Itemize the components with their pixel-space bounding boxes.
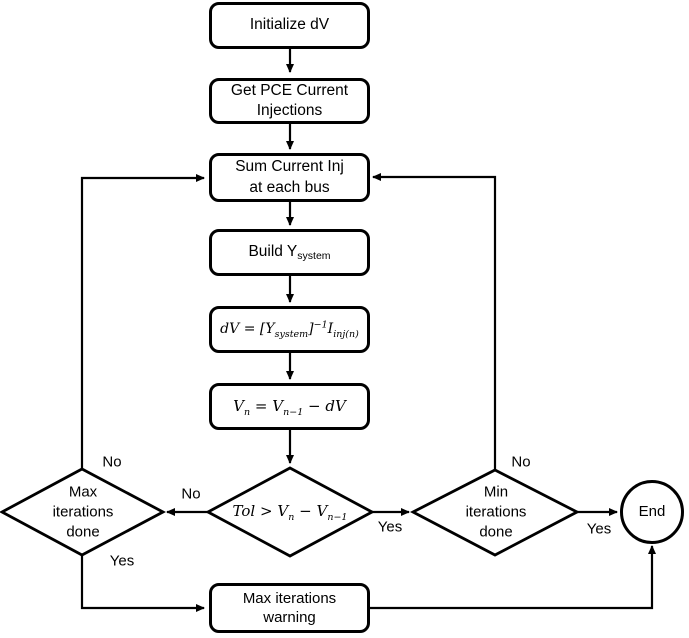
edge-label-maxiter-yes: Yes bbox=[109, 552, 135, 570]
warning-line1: Max iterations bbox=[242, 589, 337, 607]
node-dv-equation: dV = [Ysystem]−1Iinj(n) bbox=[209, 306, 370, 353]
max-iterations-label: Max iterations done bbox=[52, 483, 114, 540]
node-initialize-dv: Initialize dV bbox=[209, 2, 370, 49]
edge-label-miniter-yes: Yes bbox=[586, 520, 612, 538]
end-terminator-circle bbox=[620, 480, 684, 544]
warning-line2: warning bbox=[263, 609, 316, 626]
node-sum-current-line1: Sum Current Inj bbox=[235, 158, 344, 176]
dv-equation-formula: dV = [Ysystem]−1Iinj(n) bbox=[220, 319, 359, 341]
vn-equation-formula: Vn = Vn−1 − dV bbox=[233, 396, 346, 418]
build-y-subscript: system bbox=[297, 249, 331, 262]
edge-label-tolerance-yes: Yes bbox=[377, 518, 403, 536]
edge-warning-to-end bbox=[370, 545, 656, 610]
node-initialize-dv-label: Initialize dV bbox=[249, 16, 330, 34]
edge-maxiter-no-loop-to-sum bbox=[80, 174, 205, 469]
min-iterations-label: Min iterations done bbox=[465, 483, 527, 540]
max-iterations-decision-diamond bbox=[0, 467, 166, 557]
tolerance-check-label: Tol > Vn − Vn−1 bbox=[232, 502, 348, 524]
node-build-y-label: Build Ysystem bbox=[248, 242, 331, 262]
end-label: End bbox=[638, 503, 666, 521]
edge-label-maxiter-no: No bbox=[102, 453, 122, 471]
tolerance-decision-diamond bbox=[205, 466, 375, 558]
min-iterations-decision-diamond bbox=[409, 468, 581, 557]
node-build-y-system: Build Ysystem bbox=[209, 229, 370, 276]
node-get-pce-line1: Get PCE Current bbox=[230, 81, 349, 99]
node-sum-current-inj: Sum Current Inj at each bus bbox=[209, 153, 370, 202]
node-get-pce-current-injections: Get PCE Current Injections bbox=[209, 78, 370, 124]
edge-maxiter-yes-to-warning bbox=[80, 555, 205, 612]
edge-label-miniter-no: No bbox=[511, 453, 531, 471]
node-vn-equation: Vn = Vn−1 − dV bbox=[209, 383, 370, 430]
node-get-pce-line2: Injections bbox=[256, 102, 323, 119]
edge-label-tolerance-no: No bbox=[181, 485, 201, 503]
node-sum-current-line2: at each bus bbox=[249, 178, 330, 196]
node-max-iterations-warning: Max iterations warning bbox=[209, 583, 370, 633]
edge-miniter-no-loop-to-sum bbox=[372, 173, 497, 470]
